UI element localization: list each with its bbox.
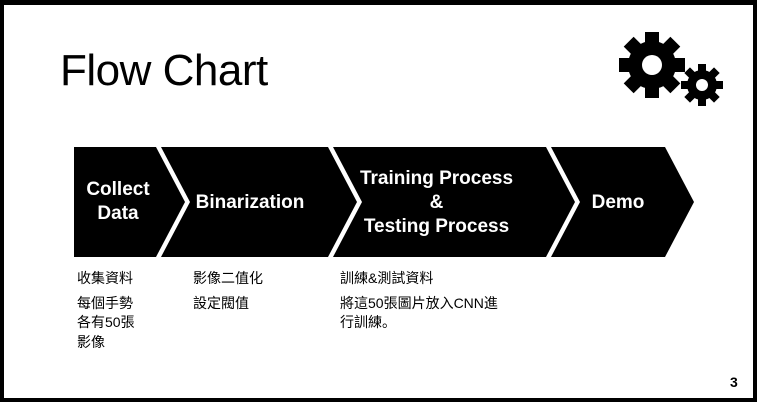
slide-title: Flow Chart <box>60 46 268 95</box>
chevron-training-testing <box>333 147 575 257</box>
slide: Flow Chart <box>4 5 753 398</box>
desc-line: 每個手勢 <box>77 294 133 311</box>
gears-icon <box>619 32 723 106</box>
desc-line: 影像 <box>77 333 105 350</box>
small-gear-icon <box>681 64 723 106</box>
desc-heading: 訓練&測試資料 <box>340 270 434 286</box>
chevron-demo <box>551 147 694 257</box>
desc-line: 將這50張圖片放入CNN進 <box>340 294 498 311</box>
desc-line: 行訓練。 <box>340 314 396 331</box>
desc-heading: 收集資料 <box>77 270 133 286</box>
desc-collect: 收集資料 每個手勢 各有50張 影像 <box>77 269 135 352</box>
desc-training: 訓練&測試資料 將這50張圖片放入CNN進 行訓練。 <box>340 269 498 333</box>
stage-label-binarization: Binarization <box>195 192 305 213</box>
desc-heading: 影像二值化 <box>193 270 263 286</box>
desc-line: 各有50張 <box>77 314 135 331</box>
stage-label-training-testing: Training Process & Testing Process <box>359 168 514 237</box>
chevron-collect-data <box>74 147 185 257</box>
desc-binarization: 影像二值化 設定閥值 <box>193 269 263 313</box>
page-number: 3 <box>730 374 738 390</box>
stage-label-collect-data: Collect Data <box>86 179 150 224</box>
stage-label-demo: Demo <box>591 192 645 213</box>
desc-line: 設定閥值 <box>193 294 249 311</box>
chevron-binarization <box>161 147 357 257</box>
flow-chevrons <box>74 147 694 257</box>
